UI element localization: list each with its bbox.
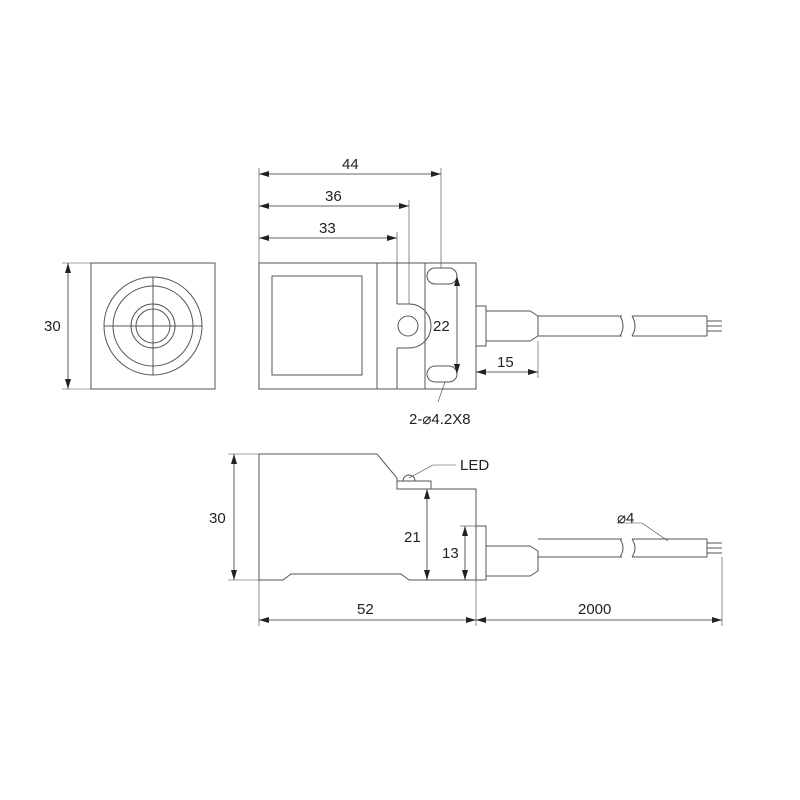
cable-length-2000-label: 2000 <box>578 601 611 618</box>
arrow-up <box>65 263 71 273</box>
dim-22-label: 22 <box>433 318 450 335</box>
side-height-13-label: 13 <box>442 545 459 562</box>
arrow <box>476 369 486 375</box>
top-window <box>271 275 363 376</box>
arrow <box>259 171 269 177</box>
led-boss <box>397 303 432 349</box>
front-height-label: 30 <box>44 318 61 335</box>
arrow <box>424 570 430 580</box>
arrow <box>466 617 476 623</box>
arrow <box>462 570 468 580</box>
arrow <box>231 570 237 580</box>
front-face-outline <box>90 262 216 390</box>
arrow <box>454 364 460 374</box>
arrow <box>528 369 538 375</box>
side-cable-gland <box>485 545 539 577</box>
arrow <box>259 203 269 209</box>
leader-cable-diameter <box>641 522 669 542</box>
dim-36-label: 36 <box>325 188 342 205</box>
side-view: LED ⌀4 30 21 13 <box>209 453 723 626</box>
side-cable-boss <box>475 525 487 581</box>
led-leader <box>408 464 434 479</box>
arrow <box>231 454 237 464</box>
arrow <box>424 489 430 499</box>
led-hole <box>397 315 419 337</box>
top-view: 44 36 33 22 15 2-⌀4.2X8 <box>258 156 722 428</box>
led-label: LED <box>460 457 489 474</box>
top-cable-gland <box>485 310 539 342</box>
side-cable-break-1 <box>619 538 624 558</box>
led-dome-cap <box>402 474 416 482</box>
front-view: 30 <box>44 262 216 390</box>
arrow <box>454 276 460 286</box>
dim-44-label: 44 <box>342 156 359 173</box>
mounting-slot-top <box>426 267 458 285</box>
arrow-down <box>65 379 71 389</box>
top-cable-boss <box>475 305 487 347</box>
arrow <box>259 617 269 623</box>
top-cable-break-2 <box>631 315 636 337</box>
arrow <box>476 617 486 623</box>
arrow <box>462 526 468 536</box>
cable-diameter-label: ⌀4 <box>617 510 634 527</box>
arrow <box>712 617 722 623</box>
arrow <box>431 171 441 177</box>
leader-mounting-holes <box>437 381 446 403</box>
led-dome <box>396 480 432 489</box>
arrow <box>259 235 269 241</box>
side-height-30-label: 30 <box>209 510 226 527</box>
side-height-21-label: 21 <box>404 529 421 546</box>
mounting-slot-bottom <box>426 365 458 383</box>
dim-33-label: 33 <box>319 220 336 237</box>
side-length-52-label: 52 <box>357 601 374 618</box>
side-cable-break-2 <box>631 538 636 558</box>
arrow <box>387 235 397 241</box>
arrow <box>399 203 409 209</box>
side-body-outline <box>258 453 477 581</box>
dim-15-label: 15 <box>497 354 514 371</box>
mounting-holes-label: 2-⌀4.2X8 <box>409 411 471 428</box>
top-cable-break-1 <box>619 315 624 337</box>
